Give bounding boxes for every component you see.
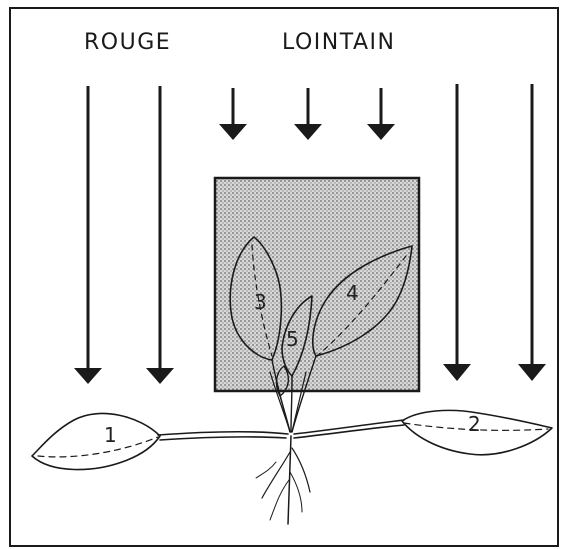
label-lointain: LOINTAIN	[282, 30, 395, 55]
leaf-number-2: 2	[468, 412, 481, 436]
shade-screen	[215, 178, 419, 391]
leaf-number-5: 5	[286, 327, 299, 351]
leaf-number-3: 3	[254, 290, 267, 314]
leaf-number-4: 4	[346, 281, 359, 305]
leaf-number-1: 1	[104, 423, 117, 447]
label-rouge: ROUGE	[84, 30, 171, 55]
